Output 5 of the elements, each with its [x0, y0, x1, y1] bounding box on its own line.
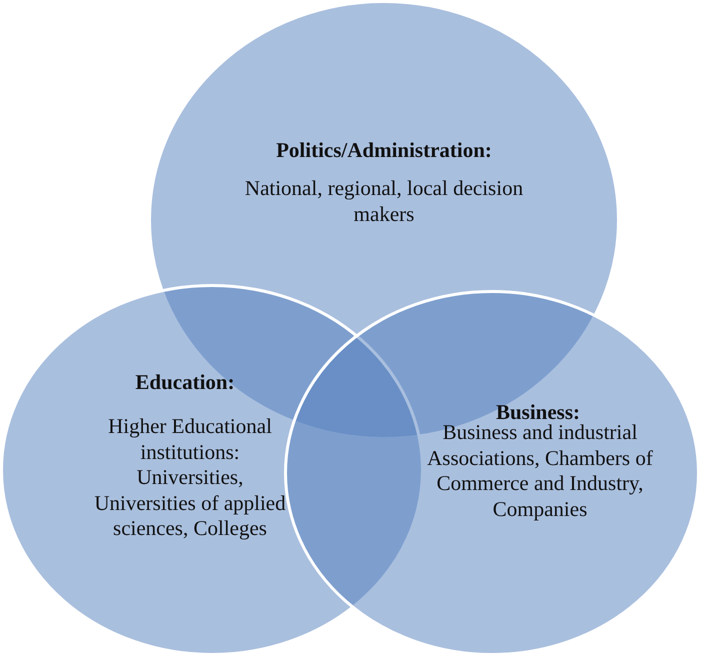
circle-description: National, regional, local decision makers: [244, 176, 524, 228]
circle-description: Higher Educational institutions: Universities, Universities of applied sciences, Colleges: [93, 414, 287, 542]
circle-heading: Politics/Administration:: [275, 138, 493, 164]
venn-circle: [284, 290, 700, 656]
circle-heading: Education:: [134, 370, 236, 396]
